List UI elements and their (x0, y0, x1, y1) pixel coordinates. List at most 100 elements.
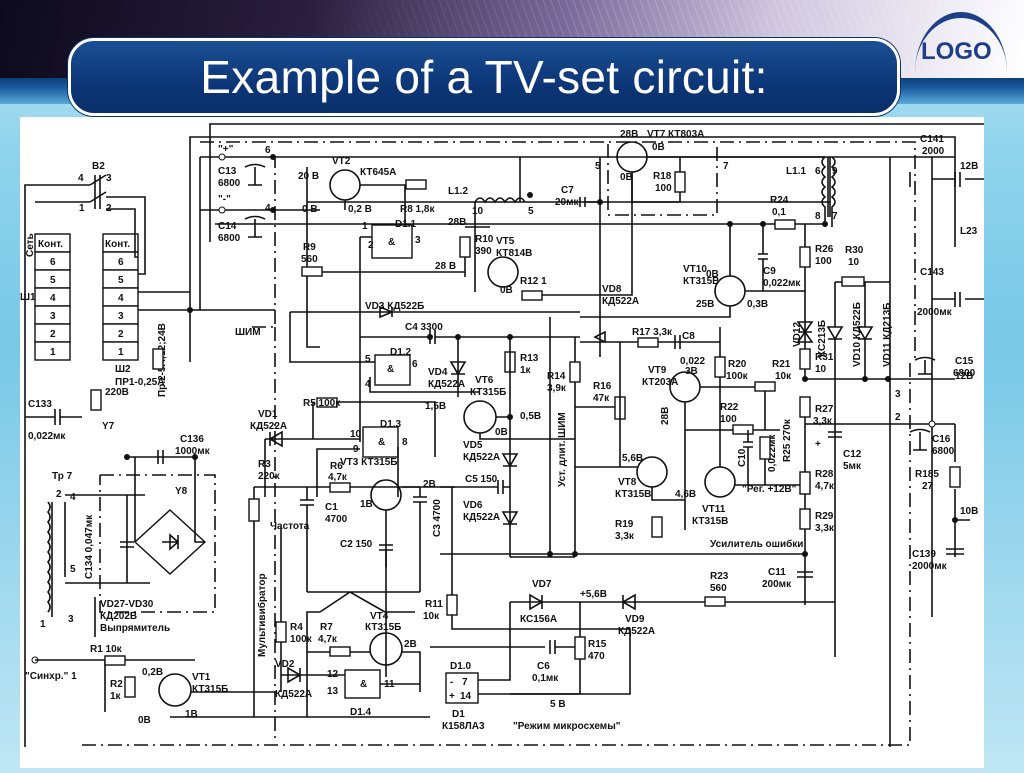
r27-value: 3,3к (813, 416, 833, 427)
resistor-r4 (275, 621, 287, 643)
potentiometer-r28 (799, 471, 811, 495)
c13-name: C13 (218, 166, 237, 177)
d11-symbol: & (388, 237, 395, 248)
r25-label: R25 270к (782, 418, 793, 462)
transformer-label: Тр 7 (52, 471, 73, 482)
r2-name: R2 (110, 679, 123, 690)
frequency-label: Частота (270, 521, 310, 532)
resistor-r20 (714, 356, 726, 378)
vt2-voltage: 20 В (298, 171, 319, 182)
resistor-r6 (329, 482, 351, 493)
c11-name: C11 (768, 567, 786, 578)
d1-type: К158ЛА3 (442, 721, 485, 732)
resistor-r19 (651, 516, 663, 538)
d14-symbol: & (360, 679, 367, 690)
r11-value: 10к (423, 611, 440, 622)
sh2-pin: 2 (118, 329, 124, 340)
logic-gate-d14 (344, 669, 381, 699)
resistor-r24 (774, 219, 796, 230)
r31-name: R31 (815, 352, 834, 363)
rectifier-caption: Выпрямитель (100, 623, 170, 634)
vd3-label: VD3 КД522Б (365, 301, 424, 312)
resistor-r31 (799, 348, 811, 370)
diode-vd9-icon (621, 593, 636, 611)
vt10-name: VT10 (683, 264, 707, 275)
diode-vd6-icon (501, 511, 519, 526)
switch-pin: 4 (78, 173, 84, 184)
transistor-vt3-icon (370, 479, 402, 511)
r19-name: R19 (615, 519, 634, 530)
resistor-r21 (754, 381, 776, 392)
vt1-voltage: 1В (185, 709, 198, 720)
sh1-side-label: Сеть (25, 233, 36, 257)
switch-pin: 3 (106, 173, 112, 184)
resistor-r18 (674, 171, 686, 193)
diode-vd7-icon (529, 593, 544, 611)
c7-name: C7 (561, 185, 574, 196)
r27-name: R27 (815, 404, 834, 415)
chip-mode-label: "Режим микросхемы" (513, 721, 621, 732)
c3-label: C3 4700 (432, 499, 443, 537)
r3-name: R3 (258, 459, 271, 470)
transformer-coils (46, 501, 66, 617)
tr-pin: 1 (40, 619, 46, 630)
c12-plus: + (815, 439, 821, 450)
sh1-header: Конт. (38, 239, 63, 250)
terminal-2: 2 (895, 412, 901, 423)
voltage-label: 28 В (435, 261, 456, 272)
inductor-l12-icon (474, 157, 526, 292)
r16-value: 47к (593, 393, 610, 404)
tr-pin: 2 (56, 489, 62, 500)
r5-label: R5 100к (303, 398, 341, 409)
vt5-voltage: 0В (500, 285, 513, 296)
vt2-name: VT2 (332, 156, 351, 167)
c12-value: 5мк (843, 461, 862, 472)
resistor-r22 (732, 424, 754, 435)
vt10-voltage: 0,3В (747, 299, 768, 310)
d11-pin: 1 (362, 221, 368, 232)
dash-shim-corner (252, 157, 276, 328)
resistor-r8 (405, 179, 427, 190)
r20-value: 100к (726, 371, 749, 382)
vt1-voltage: 0,2В (142, 667, 163, 678)
error-amplifier-label: Усилитель ошибки (710, 538, 803, 550)
vd8-name: VD8 (602, 284, 622, 295)
r20-name: R20 (728, 359, 747, 370)
vd4-type: КД522А (428, 379, 465, 390)
c143-name: C143 (920, 267, 944, 278)
l23-label: L23 (960, 226, 978, 237)
r8-label: R8 1,8к (400, 204, 435, 215)
resistor-r26 (799, 246, 811, 268)
r15-name: R15 (588, 639, 607, 650)
terminal-plus: "+" (218, 144, 234, 155)
vd5-type: КД522А (463, 452, 500, 463)
vd12-name: VD12 (792, 322, 803, 347)
vt3-name: VT3 КТ315Б (340, 457, 397, 468)
vt6-voltage: 0,5В (520, 411, 541, 422)
terminal-7: 7 (723, 161, 729, 172)
sh1-pin: 6 (50, 257, 56, 268)
fuse-pr2 (152, 348, 164, 370)
cross-coupling-wires (306, 591, 420, 717)
vt1-name: VT1 (192, 672, 211, 683)
vd5-name: VD5 (463, 440, 483, 451)
r24-name: R24 (770, 195, 789, 206)
c2-label: C2 150 (340, 539, 373, 550)
vt10-type: КТ315В (683, 276, 719, 287)
diode-vd5-icon (501, 453, 519, 468)
r3-value: 220к (258, 471, 281, 482)
r28-name: R28 (815, 469, 834, 480)
vt11-name: VT11 (702, 504, 726, 515)
logo-arc-icon (915, 12, 1007, 72)
vt7-voltage: 28В (620, 129, 638, 140)
resistor-r185 (949, 466, 961, 488)
r23-name: R23 (710, 571, 729, 582)
r7-name: R7 (320, 622, 333, 633)
resistor-r9 (301, 266, 323, 277)
terminal-4: 4 (265, 203, 271, 214)
r15-value: 470 (588, 651, 605, 662)
r2-value: 1к (110, 691, 122, 702)
regulator-12v-label: "Рег. +12В" (742, 484, 797, 495)
d10-name: D1.0 (450, 661, 472, 672)
resistor-r25 (759, 436, 771, 460)
